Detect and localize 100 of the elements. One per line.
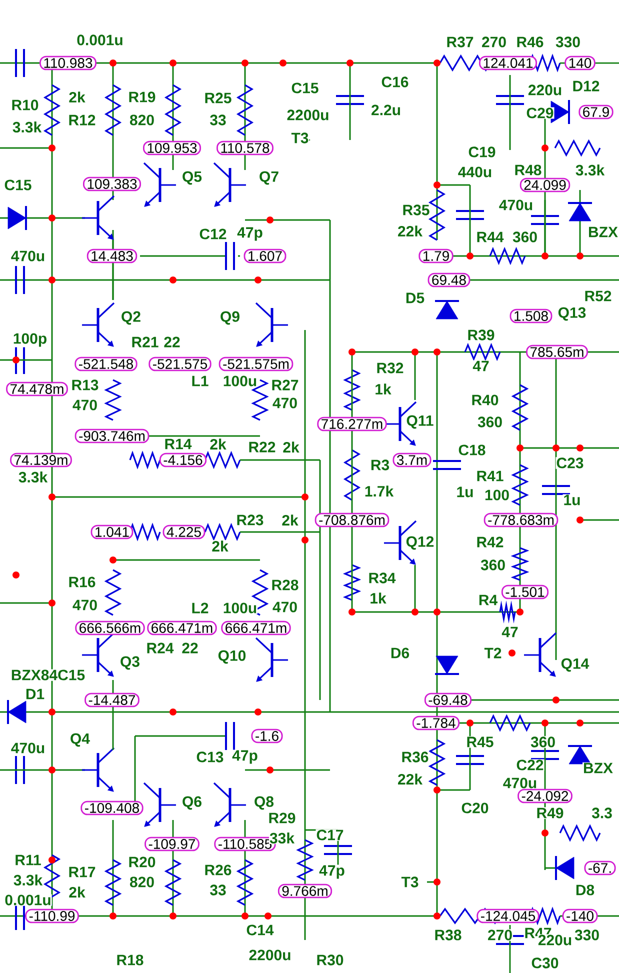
component-label: 470 [272,601,298,613]
component-label: C18 [458,444,486,456]
component-label: R19 [128,91,156,103]
voltage-readout: 1.041 [90,524,134,540]
component-label: R39 [466,329,496,341]
component-label: R25 [204,92,232,104]
component-label: R30 [316,954,344,966]
component-label: 47 [472,360,490,372]
component-label: 820 [129,114,156,126]
component-label: R45 [466,736,494,748]
component-label: 470u [502,777,538,789]
component-label: C30 [530,957,560,969]
component-label: 470 [72,599,98,611]
component-label: 47 [501,626,519,638]
component-label: R35 [402,204,430,216]
component-label: R12 [68,114,96,126]
component-label: R36 [400,751,430,763]
voltage-readout: 124.041 [479,56,537,70]
component-label: R40 [470,394,500,406]
voltage-readout: 716.277m [317,416,387,432]
component-label: C15 [290,82,320,94]
component-label: 270 [487,929,514,941]
voltage-readout: 24.099 [520,178,570,192]
component-label: 2.2u [370,104,402,116]
component-label: 1u [562,494,582,506]
component-label: 33 [209,114,227,126]
component-label: C12 [198,228,228,240]
voltage-readout: 140 [564,56,596,70]
component-label: 360 [512,231,538,243]
component-label: Q3 [120,656,140,670]
component-label: C16 [380,76,410,88]
component-label: 100p [12,332,48,348]
voltage-readout: -109.408 [80,800,144,816]
voltage-readout: -69.48 [424,692,472,708]
component-label: R32 [376,362,404,374]
voltage-readout: 74.478m [6,382,68,396]
component-label: C19 [468,146,496,158]
voltage-readout: -110.99 [25,908,79,924]
voltage-readout: 110.983 [40,56,96,70]
voltage-readout: 109.953 [143,140,201,156]
component-label: Q12 [405,536,435,550]
component-label: R38 [434,929,462,941]
component-label: D12 [572,80,600,92]
component-label: R11 [14,854,42,866]
component-label: 470u [498,199,534,211]
voltage-readout: -124.045 [476,908,540,924]
component-label: 2k [68,91,86,103]
component-label: L1 [190,375,210,387]
voltage-readout: 785.65m [526,344,588,360]
component-label: 0.001u [76,34,124,46]
component-label: R4 [478,594,498,606]
component-label: 22 [181,642,199,654]
voltage-readout: 666.471m [221,620,291,636]
component-label: D6 [390,647,410,659]
component-label: 47p [318,864,346,880]
component-label: Q14 [560,658,590,672]
component-label: C17 [316,829,344,841]
component-label: R10 [10,99,40,111]
component-label: Q5 [182,170,202,186]
component-label: R24 [146,642,174,654]
component-label: T3 [400,876,420,888]
component-label: 2k [281,514,299,526]
component-label: R20 [128,856,156,868]
component-label: 2k [209,438,227,450]
component-label: 440u [457,166,493,178]
voltage-readout: 14.483 [86,248,138,264]
component-label: R44 [476,231,504,243]
component-label: D1 [24,688,46,700]
voltage-readout: 9.766m [278,884,332,898]
component-label: 0.001u [4,894,52,906]
component-label: 2k [282,441,300,453]
component-label: 100u [222,602,258,614]
component-label: C13 [196,751,224,763]
component-label: R26 [204,864,232,876]
component-label: R27 [270,379,300,391]
voltage-readout: 4.225 [162,524,206,540]
component-label: 22k [397,225,424,237]
component-label: R16 [68,576,96,588]
component-label: 2k [211,540,229,552]
component-label: 360 [480,559,506,571]
voltage-readout: 74.139m [10,452,72,468]
component-label: BZX84C15 [10,669,86,681]
component-label: R18 [116,954,144,966]
component-label: C20 [460,802,490,814]
component-label: 22k [397,773,424,785]
component-label: 470 [272,397,298,409]
component-label: 100 [484,489,510,501]
voltage-readout: -1.501 [501,584,549,600]
voltage-readout: 109.383 [83,176,141,192]
component-label: R17 [68,866,96,878]
component-label: Q7 [258,170,280,186]
component-label: 270 [481,36,508,48]
voltage-readout: -521.575m [218,356,294,372]
component-label: Q10 [217,650,247,664]
voltage-readout: -521.548 [74,356,138,372]
component-label: R3 [370,459,390,471]
component-label: 330 [555,36,582,48]
component-label: Q6 [182,796,202,810]
component-label: 470u [10,742,46,754]
component-label: 3.3k [18,470,48,484]
